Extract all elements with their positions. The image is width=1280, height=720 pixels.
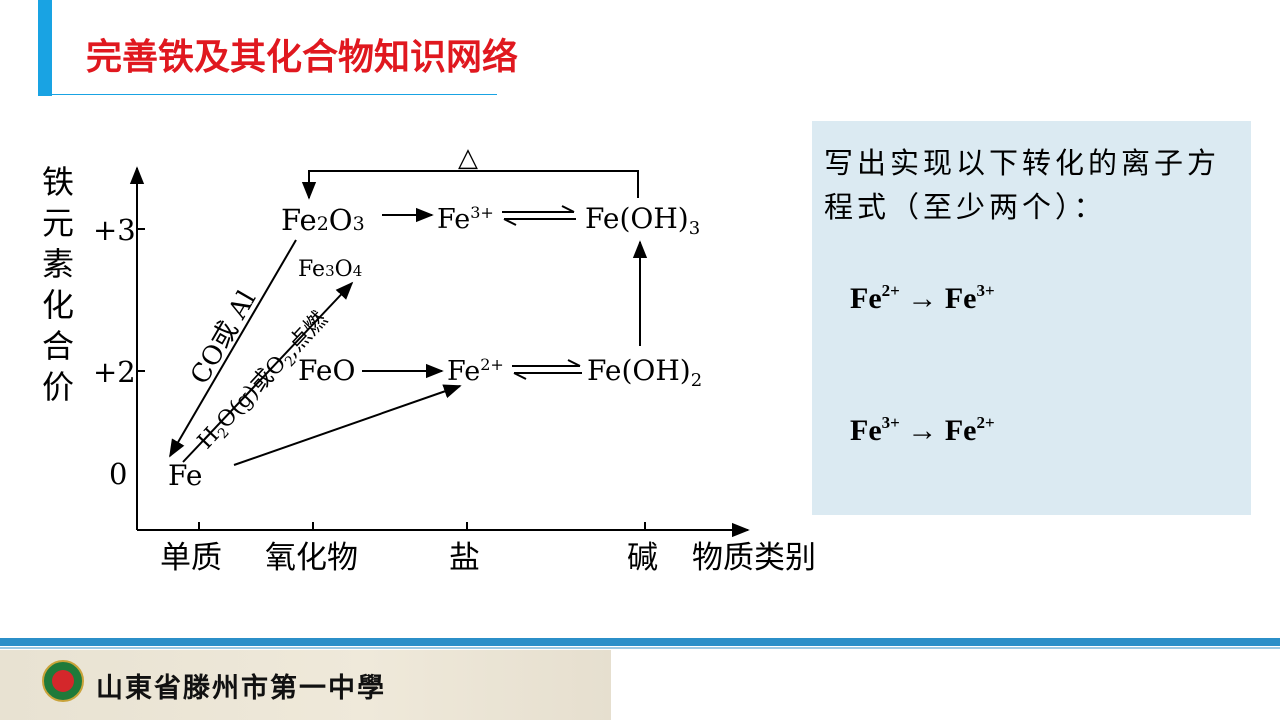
y-tick-zero: 0 [109,457,127,491]
y-tick-plus2: +2 [93,355,136,389]
reaction-fe2-to-fe3: Fe2+ → Fe3+ [850,281,995,315]
x-tick-salt: 盐 [449,540,480,576]
arrow-heat-loop [301,170,639,200]
equilibrium-forward-head [567,359,581,367]
title-accent-bar [38,0,52,96]
x-axis-title: 物质类别 [692,540,816,576]
species-fe: Fe [168,459,202,492]
y-axis-title-char: 化 [42,286,74,324]
heat-symbol: △ [458,143,478,173]
equilibrium-forward-head [561,205,575,213]
species-fe2-ion: Fe2+ [447,355,504,387]
species-feoh3: Fe(OH)3 [585,202,700,239]
reaction-fe3-to-fe2: Fe3+ → Fe2+ [850,413,995,447]
equilibrium-back-head [513,372,527,380]
species-feoh2: Fe(OH)2 [587,354,702,391]
x-tick-oxide: 氧化物 [265,540,358,576]
x-tick-elemental: 单质 [160,540,222,576]
title-underline [52,94,497,95]
y-axis-title-char: 素 [42,245,74,283]
y-axis-title-char: 合 [42,327,74,365]
equilibrium-back-head [503,218,517,226]
footer-divider [0,638,1280,646]
y-axis-title-char: 元 [42,204,74,242]
arrow-fe-to-fe2 [233,384,462,466]
y-axis-title-char: 铁 [42,163,74,201]
exercise-panel: 写出实现以下转化的离子方程式（至少两个）： Fe2+ → Fe3+ Fe3+ →… [812,121,1251,515]
species-fe2o3: Fe2O3 [281,203,365,237]
school-logo-icon [42,660,84,702]
species-fe3-ion: Fe3+ [437,203,494,235]
arrow-fe2o3-to-fe [169,239,297,458]
school-name: 山東省滕州市第一中學 [96,673,386,704]
slide-title: 完善铁及其化合物知识网络 [86,37,519,78]
arrow-fe-to-fe3o4 [182,281,354,463]
footer-banner [0,650,611,720]
exercise-prompt: 写出实现以下转化的离子方程式（至少两个）： [824,146,1221,224]
y-tick-plus3: +3 [93,213,136,247]
footer-divider-thin [0,647,1280,649]
x-tick-base: 碱 [627,540,658,576]
iron-compound-diagram: +3 +2 0 铁 元 素 化 合 价 单质 氧化物 盐 碱 物质类别 Fe F… [42,143,816,576]
species-feo: FeO [298,354,355,387]
y-axis-title-char: 价 [42,368,74,406]
species-fe3o4: Fe3O4 [298,257,362,282]
